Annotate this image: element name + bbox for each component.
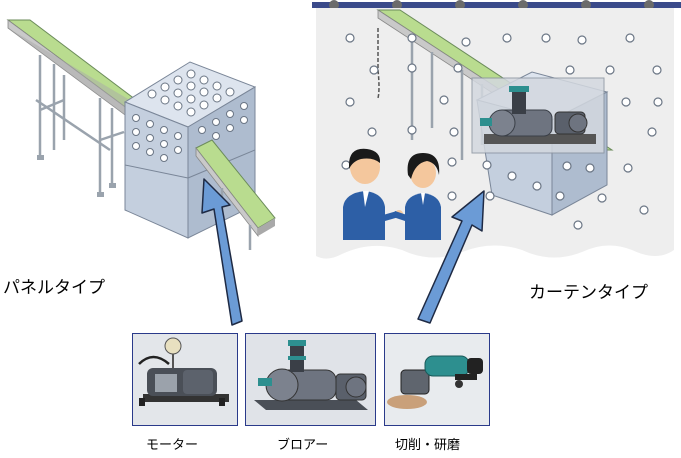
blower-label: ブロアー — [277, 438, 329, 453]
cutting-grinding-label: 切削・研磨 — [395, 438, 461, 453]
curtain-enclosure-illustration — [312, 0, 681, 259]
blower-image — [245, 333, 376, 426]
motor-label: モーター — [146, 438, 199, 453]
curtain-type-label: カーテンタイプ — [529, 283, 648, 303]
arrow-to-panel — [201, 178, 243, 326]
grinder-image — [384, 333, 490, 426]
panel-enclosure-illustration — [6, 19, 276, 250]
motor-image — [132, 333, 238, 426]
workers-illustration — [343, 148, 441, 240]
panel-type-label: パネルタイプ — [3, 278, 105, 298]
arrow-to-curtain — [417, 190, 485, 324]
